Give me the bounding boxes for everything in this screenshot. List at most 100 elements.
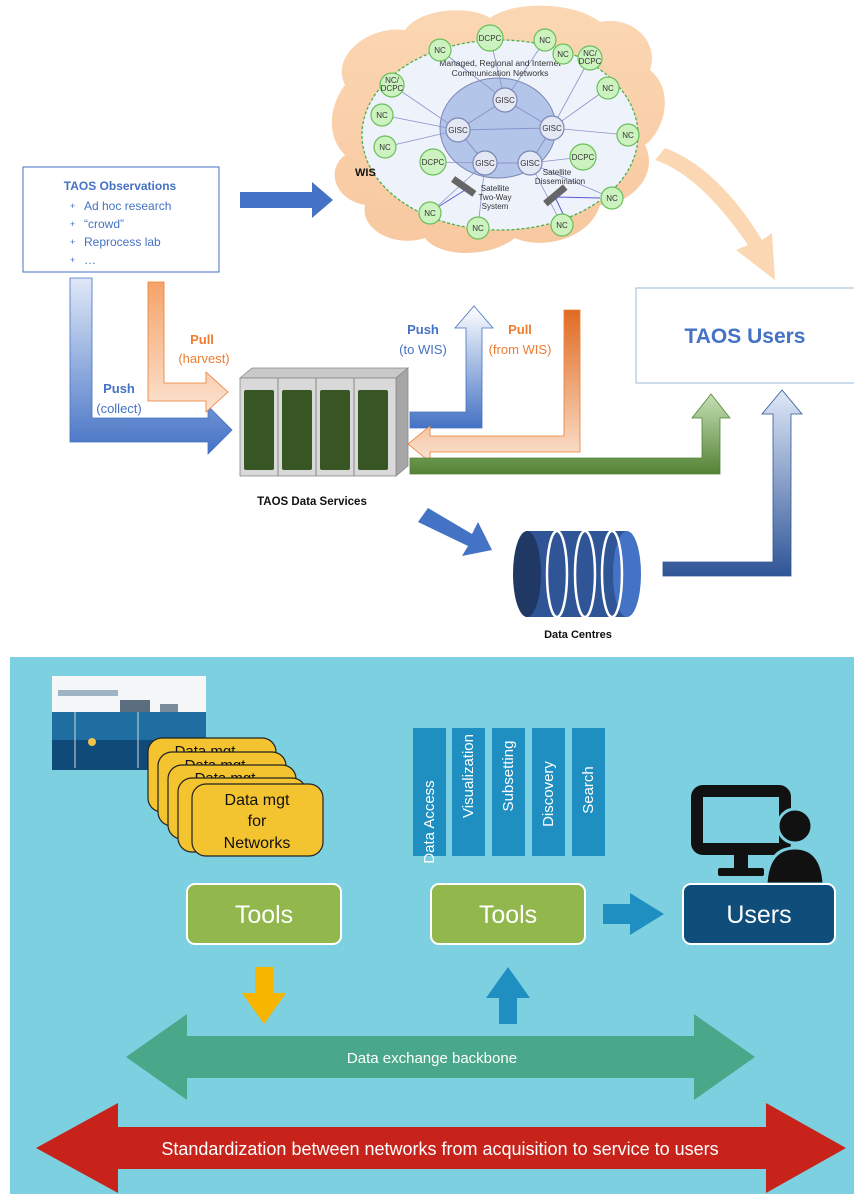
satellite-icon bbox=[451, 176, 568, 207]
nc-node: NC bbox=[370, 103, 394, 127]
svg-text:NC: NC bbox=[379, 143, 391, 152]
pull-harvest-label: Pull bbox=[190, 332, 214, 347]
svg-text:Standardization between netwo: Standardization between networks from ac… bbox=[161, 1139, 718, 1159]
push-to-wis-label: Push bbox=[407, 322, 439, 337]
svg-text:NC: NC bbox=[602, 84, 614, 93]
tools-left-button[interactable]: Tools bbox=[186, 883, 342, 945]
satellite-dissemination-label: Dissemination bbox=[535, 177, 585, 186]
svg-text:NC: NC bbox=[622, 131, 634, 140]
up-arrow-icon bbox=[486, 967, 530, 1024]
gisc-node: GISC bbox=[539, 115, 565, 141]
tab-visualization[interactable]: Visualization bbox=[452, 728, 485, 856]
push-to-wis-label-2: (to WIS) bbox=[399, 342, 447, 357]
observations-item: … bbox=[84, 253, 96, 267]
svg-text:NC: NC bbox=[424, 209, 436, 218]
tab-discovery[interactable]: Discovery bbox=[532, 728, 565, 856]
pull-harvest-arrow bbox=[147, 281, 229, 413]
dcpc-node: DCPC bbox=[569, 143, 597, 171]
svg-text:Data mgt: Data mgt bbox=[225, 792, 290, 809]
obs-to-wis-arrow bbox=[240, 182, 333, 218]
wis-label: WIS bbox=[355, 167, 376, 179]
push-to-wis-arrow bbox=[409, 305, 494, 429]
cloud-to-users-arrow bbox=[655, 148, 775, 280]
down-arrow-icon bbox=[242, 967, 286, 1024]
observations-title: TAOS Observations bbox=[64, 179, 177, 193]
svg-text:Search: Search bbox=[580, 766, 597, 814]
nc-node: NC bbox=[596, 76, 620, 100]
svg-text:NC: NC bbox=[376, 111, 388, 120]
services-to-datacentres-arrow bbox=[418, 508, 492, 556]
nc-node: NC bbox=[373, 135, 397, 159]
nc-node: NC bbox=[552, 43, 574, 65]
nc-node: NC bbox=[616, 123, 640, 147]
pull-harvest-label-2: (harvest) bbox=[178, 351, 229, 366]
data-services-label: TAOS Data Services bbox=[257, 496, 367, 508]
observations-item: Ad hoc research bbox=[84, 199, 171, 213]
svg-text:Tools: Tools bbox=[235, 901, 293, 929]
svg-text:DCPC: DCPC bbox=[579, 57, 602, 66]
bullet: + bbox=[70, 201, 75, 211]
tools-right-button[interactable]: Tools bbox=[430, 883, 586, 945]
svg-text:GISC: GISC bbox=[475, 159, 495, 168]
satellite-dissemination-label: Satellite bbox=[543, 168, 572, 177]
data-centres-label: Data Centres bbox=[544, 629, 612, 641]
network-title: Managed, Regional and Internet bbox=[439, 58, 561, 68]
svg-text:NC: NC bbox=[556, 221, 568, 230]
pull-from-wis-label: Pull bbox=[508, 322, 532, 337]
satellite-twoway-label: System bbox=[482, 202, 509, 211]
nc-node: NC bbox=[466, 216, 490, 240]
observations-item: “crowd” bbox=[84, 217, 124, 231]
push-collect-arrow bbox=[69, 277, 233, 455]
nc-node: NC bbox=[418, 201, 442, 225]
svg-text:DCPC: DCPC bbox=[381, 84, 404, 93]
nc-node: NC bbox=[600, 186, 624, 210]
svg-text:NC/: NC/ bbox=[385, 76, 400, 85]
push-collect-label: Push bbox=[103, 381, 135, 396]
nc-node: NC bbox=[550, 213, 574, 237]
data-mgt-networks-card: Data mgt for Networks bbox=[191, 783, 324, 857]
svg-text:GISC: GISC bbox=[520, 159, 540, 168]
dcpc-node: DCPC bbox=[476, 24, 504, 52]
tab-subsetting[interactable]: Subsetting bbox=[492, 728, 525, 856]
data-exchange-backbone-arrow: Data exchange backbone bbox=[126, 1014, 755, 1100]
gisc-node: GISC bbox=[445, 117, 471, 143]
svg-text:Visualization: Visualization bbox=[460, 734, 477, 818]
bullet: + bbox=[70, 219, 75, 229]
svg-text:GISC: GISC bbox=[495, 96, 515, 105]
gisc-node: GISC bbox=[492, 87, 518, 113]
push-collect-label-2: (collect) bbox=[96, 401, 142, 416]
taos-users-label: TAOS Users bbox=[685, 325, 806, 348]
bullet: + bbox=[70, 237, 75, 247]
svg-text:NC: NC bbox=[472, 224, 484, 233]
data-services-server-icon bbox=[238, 367, 410, 477]
satellite-twoway-label: Satellite bbox=[481, 184, 510, 193]
services-to-users-arrow bbox=[409, 393, 731, 475]
svg-text:NC/: NC/ bbox=[583, 49, 598, 58]
users-button[interactable]: Users bbox=[682, 883, 836, 945]
gisc-node: GISC bbox=[472, 150, 498, 176]
gisc-node: GISC bbox=[517, 150, 543, 176]
standardization-arrow: Standardization between networks from ac… bbox=[36, 1103, 846, 1193]
svg-text:DCPC: DCPC bbox=[479, 34, 502, 43]
tab-search[interactable]: Search bbox=[572, 728, 605, 856]
satellite-twoway-label: Two-Way bbox=[478, 193, 511, 202]
nc-dcpc-node: NC/DCPC bbox=[577, 45, 603, 71]
svg-text:NC: NC bbox=[539, 36, 551, 45]
svg-text:Tools: Tools bbox=[479, 901, 537, 929]
pull-from-wis-label-2: (from WIS) bbox=[489, 342, 552, 357]
svg-text:Users: Users bbox=[726, 901, 791, 929]
observations-item: Reprocess lab bbox=[84, 235, 161, 249]
svg-text:Data exchange backbone: Data exchange backbone bbox=[347, 1050, 517, 1067]
svg-text:Data Access: Data Access bbox=[421, 780, 438, 863]
datacentres-to-users-arrow bbox=[662, 389, 803, 577]
svg-text:Networks: Networks bbox=[224, 835, 291, 852]
svg-text:DCPC: DCPC bbox=[422, 158, 445, 167]
data-centres-database-icon bbox=[513, 529, 641, 619]
network-title-2: Communication Networks bbox=[452, 68, 549, 78]
computer-user-icon bbox=[691, 785, 826, 886]
svg-text:GISC: GISC bbox=[542, 124, 562, 133]
svg-text:NC: NC bbox=[434, 46, 446, 55]
tab-data-access[interactable]: Data Access bbox=[413, 728, 446, 864]
taos-users-box: TAOS Users bbox=[635, 287, 854, 384]
svg-text:NC: NC bbox=[606, 194, 618, 203]
